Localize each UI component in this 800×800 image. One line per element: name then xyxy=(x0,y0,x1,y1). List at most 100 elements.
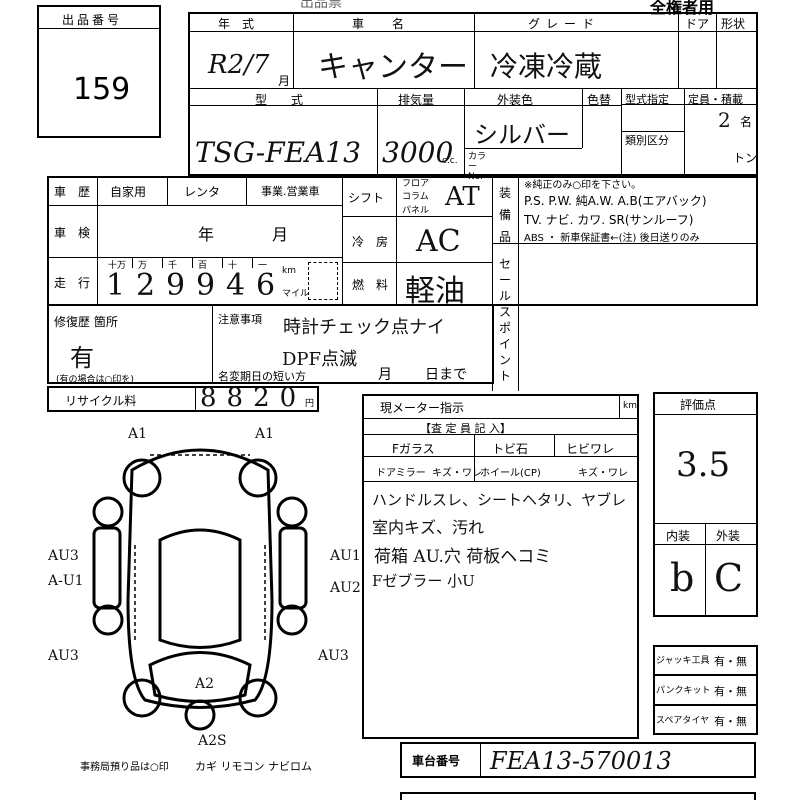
category-label: 類別区分 xyxy=(625,134,669,147)
history-rental: レンタ xyxy=(184,185,221,199)
inspector-box xyxy=(362,394,639,739)
header-title: 出品票 xyxy=(300,0,342,11)
caution-line1: 時計チェック点ナイ xyxy=(283,317,445,338)
interior-label: 内装 xyxy=(666,529,691,543)
damage-mark: AU2 xyxy=(329,580,361,596)
model-value: TSG-FEA13 xyxy=(195,136,361,169)
car-name-value: キャンター xyxy=(318,50,468,85)
shift-floor: フロア xyxy=(402,179,430,189)
capacity-value: 2 xyxy=(718,108,731,132)
chassis-value: FEA13-570013 xyxy=(490,747,672,775)
color-no-label: 色替 xyxy=(587,93,612,107)
designation-label: 型式指定 xyxy=(625,93,669,106)
caution-label: 注意事項 xyxy=(218,313,262,326)
lot-number: 159 xyxy=(73,72,131,107)
repair-label: 修復歴 箇所 xyxy=(54,315,118,329)
cc-label: c.c. xyxy=(442,156,458,166)
lot-label: 出品番号 xyxy=(62,13,123,27)
damage-mark: A-U1 xyxy=(47,573,84,589)
inspection-month: 月 xyxy=(272,225,289,244)
equipment-label: 装備品 xyxy=(499,186,512,244)
repair-note: (有の場合は○印を) xyxy=(56,375,134,385)
mileage-digit-value: 2 xyxy=(136,268,156,303)
history-label: 車 歴 xyxy=(54,185,91,199)
shift-column: コラム xyxy=(402,192,429,202)
mileage-digit-label: 十万 xyxy=(108,261,127,271)
deadline-day: 日まで xyxy=(425,367,467,383)
exterior-value: C xyxy=(714,556,744,600)
chassis-row xyxy=(400,742,756,778)
color-value: シルバー xyxy=(474,121,570,149)
color-label: 外装色 xyxy=(497,93,534,107)
mileage-digit-label: 百 xyxy=(198,261,208,271)
repair-row xyxy=(47,304,494,384)
recycle-yen: 円 xyxy=(305,399,315,409)
ton-unit: トン xyxy=(733,151,758,165)
damage-mark: AU3 xyxy=(47,648,79,664)
tool-row xyxy=(653,645,758,675)
shape-label: 形状 xyxy=(721,17,746,31)
sales-point-label: セールスポイント xyxy=(499,257,512,383)
wheel-options: キズ・ワレ xyxy=(578,468,628,479)
grade-value: 3.5 xyxy=(676,445,731,485)
car-rear-outline xyxy=(148,651,252,703)
equipment-line3: ABS ・ 新車保証書←(注) 後日送りのみ xyxy=(524,233,700,244)
mileage-digit-value: 6 xyxy=(256,268,276,303)
recycle-label: リサイクル料 xyxy=(65,394,137,408)
tool-value: 有・無 xyxy=(714,715,747,728)
inspector-note-3: 荷箱 AU.穴 荷板ヘコミ xyxy=(374,547,552,567)
tool-row xyxy=(653,705,758,735)
inspection-label: 車 検 xyxy=(54,226,91,240)
tool-label: スペアタイヤ xyxy=(656,716,710,726)
door-mirror-options: キズ・ワレ xyxy=(432,468,482,479)
lot-box xyxy=(37,5,161,138)
damage-mark: A2S xyxy=(197,733,227,749)
shift-label: シフト xyxy=(348,191,385,205)
door-mirror-label: ドアミラー xyxy=(376,468,426,479)
tool-value: 有・無 xyxy=(714,685,747,698)
inspection-year: 年 xyxy=(198,225,215,244)
ac-value: AC xyxy=(416,224,461,259)
damage-mark: AU1 xyxy=(329,548,361,564)
grade-label: グレード xyxy=(528,17,601,31)
office-items: カギ リモコン ナビロム xyxy=(195,760,312,773)
history-commercial: 事業.営業車 xyxy=(261,185,320,198)
capacity-unit: 名 xyxy=(740,115,753,129)
history-private: 自家用 xyxy=(110,185,147,199)
caution-line2: DPF点滅 xyxy=(282,349,358,370)
office-note: 事務局預り品は○印 xyxy=(80,762,169,773)
mileage-digit-value: 9 xyxy=(166,268,186,303)
mileage-label: 走 行 xyxy=(54,276,91,290)
fglass-option-crack: ヒビワレ xyxy=(566,442,615,456)
month-suffix: 月 xyxy=(278,74,291,88)
exterior-label: 外装 xyxy=(716,529,741,543)
damage-mark: A2 xyxy=(194,676,214,692)
fuel-label: 燃 料 xyxy=(352,278,389,292)
km-label: km xyxy=(282,266,296,276)
grade-value: 冷凍冷蔵 xyxy=(490,50,603,83)
interior-value: b xyxy=(670,556,695,600)
car-name-label: 車 名 xyxy=(352,17,413,31)
mileage-digit-value: 9 xyxy=(196,268,216,303)
shift-panel: パネル xyxy=(402,206,430,216)
shift-value: AT xyxy=(445,182,480,212)
displacement-value: 3000 xyxy=(382,136,454,169)
year-label: 年 式 xyxy=(218,17,255,31)
mileage-digit-label: 十 xyxy=(228,261,238,271)
year-value: R2/7 xyxy=(208,50,270,80)
meter-unit: km xyxy=(623,401,637,411)
tool-label: ジャッキ工具 xyxy=(656,656,710,666)
damage-mark: A1 xyxy=(254,426,274,442)
chassis-label: 車台番号 xyxy=(412,754,461,768)
equipment-note: ※純正のみ○印を下さい。 xyxy=(524,180,642,191)
capacity-label: 定員・積載 xyxy=(688,93,743,106)
repair-value: 有 xyxy=(70,344,94,372)
mileage-digit-label: 千 xyxy=(168,261,178,271)
tool-row xyxy=(653,675,758,705)
meter-label: 現メーター指示 xyxy=(380,401,465,415)
inspector-note-4: Fゼブラー 小U xyxy=(372,572,475,590)
mile-label: マイル xyxy=(282,289,310,299)
displacement-label: 排気量 xyxy=(398,93,435,107)
ac-label: 冷 房 xyxy=(352,235,389,249)
